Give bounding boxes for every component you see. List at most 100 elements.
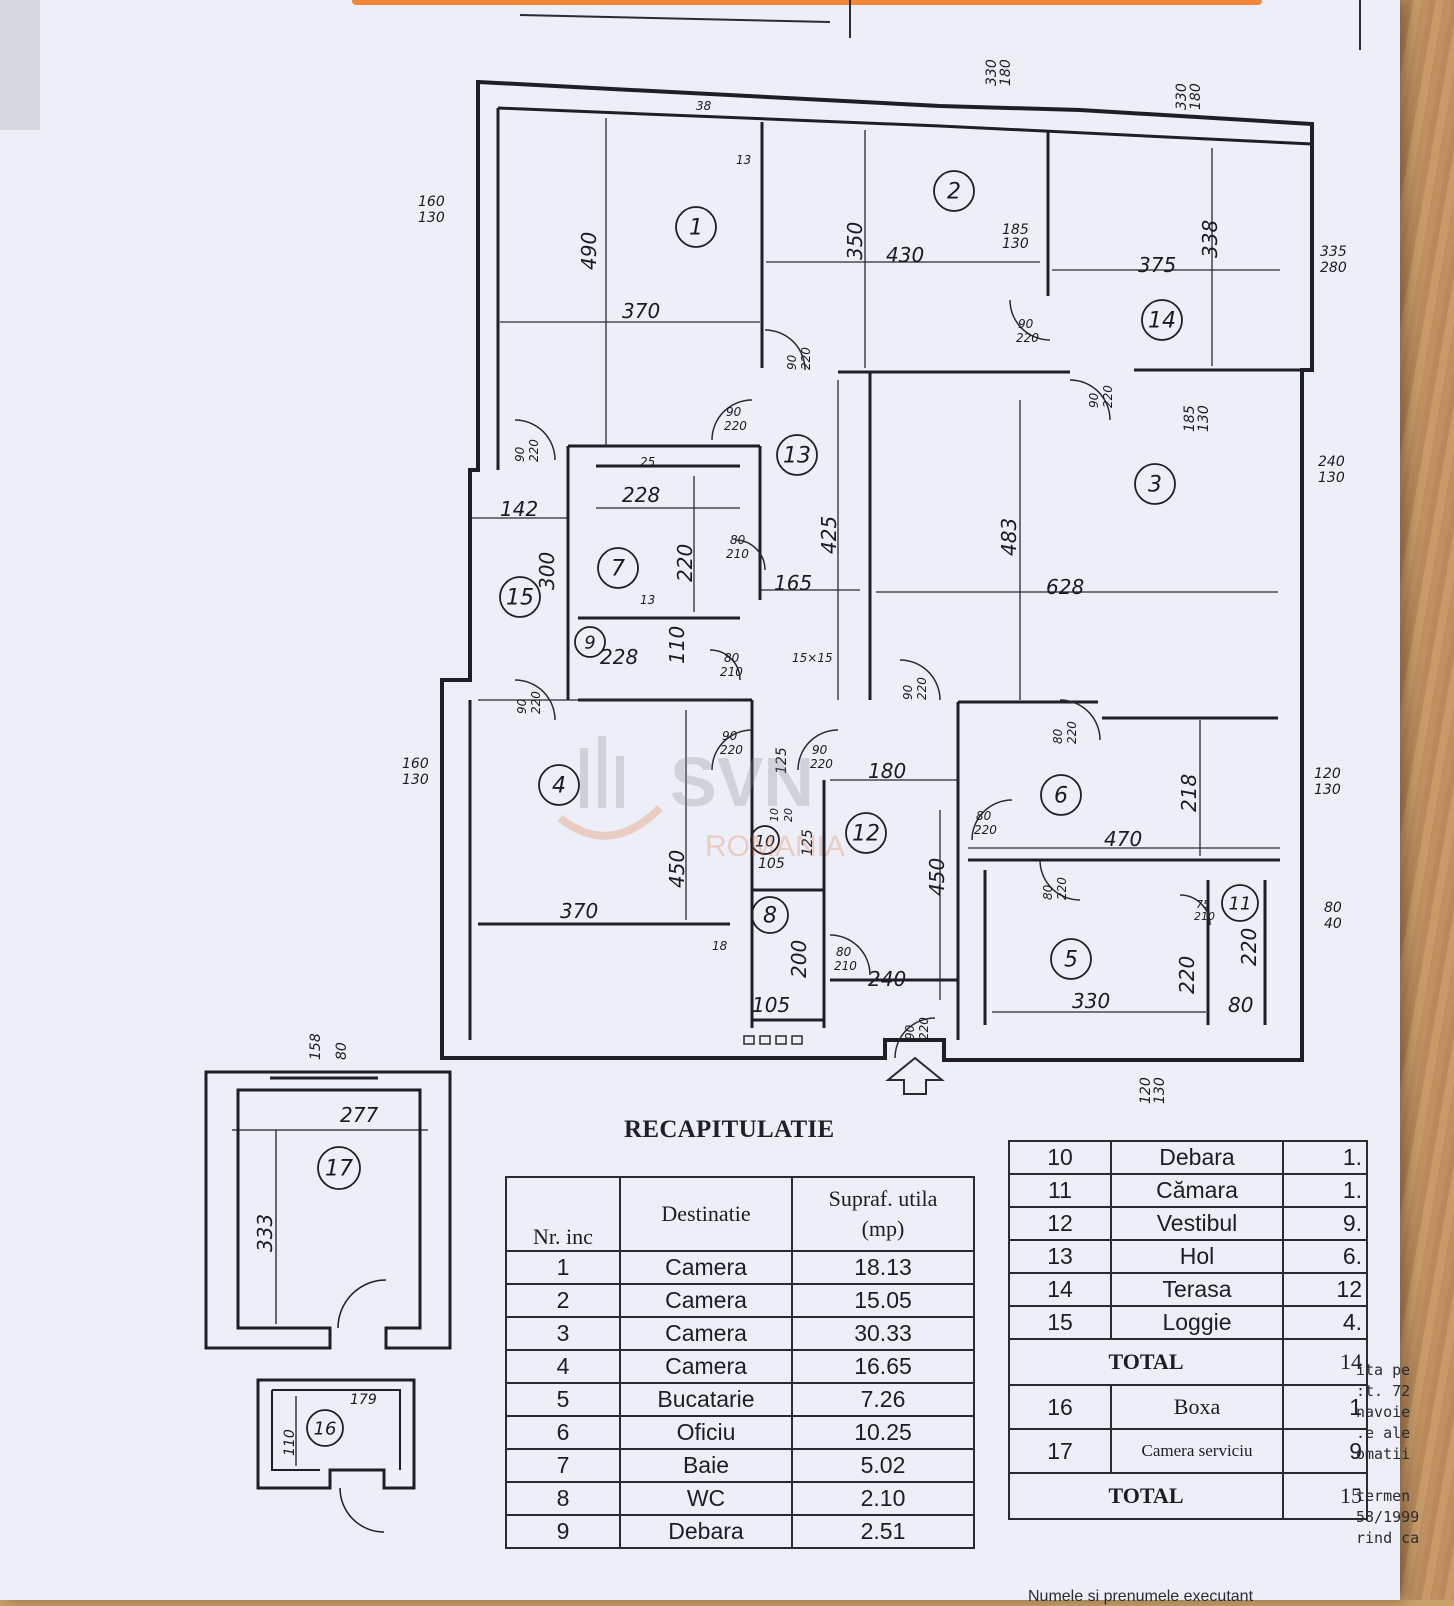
recap-header-row: Nr. inc Destinatie Supraf. utila (mp) xyxy=(505,1176,975,1252)
door-m-height: 220 xyxy=(1055,877,1069,900)
recap-cell-nr: 10 xyxy=(1008,1140,1112,1175)
recap-cell-destinatie: Hol xyxy=(1110,1239,1284,1274)
recap-cell-destinatie: Camera xyxy=(619,1250,793,1285)
room-label-4: 4 xyxy=(552,774,566,799)
entry-door-width: 90 xyxy=(903,1024,917,1040)
recap-cell-suprafata: 2.51 xyxy=(791,1514,975,1549)
window-1-height: 130 xyxy=(418,210,445,226)
room-label-14: 14 xyxy=(1148,309,1176,334)
door-n-height: 210 xyxy=(834,959,857,973)
recap-cell-nr: 11 xyxy=(1008,1173,1112,1208)
annex-room-17 xyxy=(204,1070,452,1350)
watermark-logo-icon: SVN ROMANIA xyxy=(557,736,845,863)
room-label-16: 16 xyxy=(314,1419,337,1440)
bottom-text-fragment: Numele si prenumele executant xyxy=(1028,1588,1254,1605)
door-e-width: 90 xyxy=(1087,392,1101,408)
dim-277: 277 xyxy=(340,1103,378,1127)
door-j-height: 220 xyxy=(810,757,833,771)
orange-header-strip xyxy=(352,0,1262,5)
room-label-7: 7 xyxy=(611,557,625,582)
dim-450-hall: 450 xyxy=(925,858,949,896)
edge-text-line: omatii xyxy=(1356,1445,1411,1463)
door-f-width: 80 xyxy=(730,533,746,547)
dim-375: 375 xyxy=(1138,253,1176,277)
window-12-width: 158 xyxy=(308,1033,324,1060)
room-label-13: 13 xyxy=(783,444,811,469)
door-i-width: 90 xyxy=(722,729,738,743)
room-label-8: 8 xyxy=(763,904,777,929)
recap-cell-destinatie: Camera xyxy=(619,1349,793,1384)
recap-total-label: TOTAL xyxy=(1008,1472,1284,1520)
edge-text-line: termen xyxy=(1356,1487,1411,1505)
door-b-width: 90 xyxy=(785,354,799,370)
recap-title: RECAPITULATIE xyxy=(624,1116,835,1143)
recap-cell-destinatie: Boxa xyxy=(1110,1384,1284,1430)
recap-cell-nr: 2 xyxy=(505,1283,621,1318)
recap-cell-nr: 7 xyxy=(505,1448,621,1483)
dim-38: 38 xyxy=(696,99,712,113)
recap-total-label: TOTAL xyxy=(1008,1338,1284,1386)
door-swings xyxy=(514,299,1211,1059)
entry-door-height: 220 xyxy=(917,1017,931,1040)
recap-cell-destinatie: Vestibul xyxy=(1110,1206,1284,1241)
dim-220-kitchen: 220 xyxy=(1175,956,1199,994)
recap-cell-suprafata: 30.33 xyxy=(791,1316,975,1351)
recap-cell-suprafata: 18.13 xyxy=(791,1250,975,1285)
dim-338: 338 xyxy=(1198,220,1222,258)
door-g-width: 80 xyxy=(724,651,740,665)
window-8-width: 160 xyxy=(402,756,429,772)
room-label-9: 9 xyxy=(584,633,595,654)
door-p-height: 210 xyxy=(1194,910,1215,923)
door-o-width: 90 xyxy=(901,684,915,700)
recap-cell-destinatie: Debara xyxy=(1110,1140,1284,1175)
edge-text-line xyxy=(1356,1465,1419,1486)
header-destinatie: Destinatie xyxy=(619,1176,793,1252)
annex-room-16 xyxy=(256,1378,416,1533)
dim-110-box: 110 xyxy=(282,1429,298,1456)
recap-cell-nr: 6 xyxy=(505,1415,621,1450)
window-labels: 160 130 330 180 330 180 185 130 335 280 … xyxy=(308,59,1347,1104)
room-label-6: 6 xyxy=(1054,784,1068,809)
window-11-height: 130 xyxy=(1152,1077,1168,1104)
recap-cell-suprafata: 6. xyxy=(1282,1239,1368,1274)
recap-cell-nr: 15 xyxy=(1008,1305,1112,1340)
window-7-height: 130 xyxy=(1318,470,1345,486)
svn-romania-watermark: SVN ROMANIA xyxy=(540,728,900,868)
edge-text-line: ita pe xyxy=(1356,1361,1411,1379)
dim-125-b: 125 xyxy=(800,829,816,856)
door-c-height: 220 xyxy=(724,419,747,433)
door-k-width: 80 xyxy=(1051,728,1065,744)
recap-cell-suprafata: 2.10 xyxy=(791,1481,975,1516)
dim-25: 25 xyxy=(640,455,655,469)
dim-200: 200 xyxy=(787,940,811,978)
paper-corner xyxy=(0,0,40,130)
dim-105-debara: 105 xyxy=(758,856,785,872)
door-k-height: 220 xyxy=(1065,721,1079,744)
header-nr-inc: Nr. inc xyxy=(505,1176,621,1252)
entrance-arrow-icon xyxy=(885,1056,945,1095)
room-label-2: 2 xyxy=(947,180,961,205)
dim-228-top: 228 xyxy=(622,483,660,507)
window-10-width: 80 xyxy=(1324,900,1342,916)
door-labels: 90 220 90 220 90 220 90 220 90 220 80 21… xyxy=(513,317,1215,1040)
window-2-height: 180 xyxy=(998,59,1014,86)
door-f-height: 210 xyxy=(726,547,749,561)
recap-cell-suprafata: 7.26 xyxy=(791,1382,975,1417)
door-j-width: 90 xyxy=(812,743,828,757)
watermark-sub: ROMANIA xyxy=(705,830,845,863)
dim-105-wc: 105 xyxy=(752,993,790,1017)
room-label-11: 11 xyxy=(1229,894,1252,915)
recap-cell-nr: 8 xyxy=(505,1481,621,1516)
dim-13-b: 13 xyxy=(640,593,655,607)
recap-cell-destinatie: Camera serviciu xyxy=(1110,1428,1284,1474)
recap-cell-destinatie: Baie xyxy=(619,1448,793,1483)
recap-cell-nr: 1 xyxy=(505,1250,621,1285)
dim-240: 240 xyxy=(868,967,906,991)
window-4-width: 185 xyxy=(1002,222,1029,238)
